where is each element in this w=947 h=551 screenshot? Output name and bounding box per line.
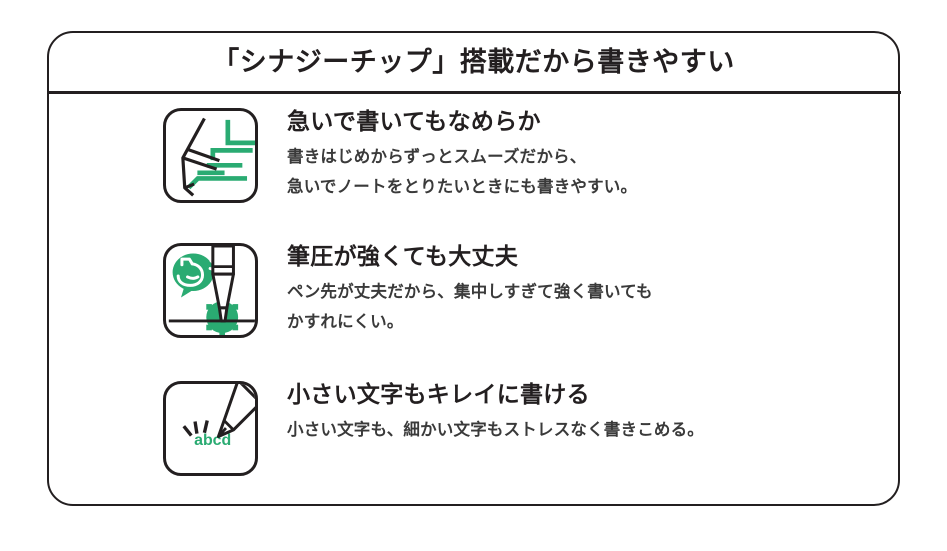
feature-item: 筆圧が強くても大丈夫 ペン先が丈夫だから、集中しすぎて強く書いても かすれにくい… [163, 243, 653, 338]
feature-body-line: かすれにくい。 [287, 312, 404, 331]
page-title: 「シナジーチップ」搭載だから書きやすい [212, 46, 735, 77]
feature-text-block: 小さい文字もキレイに書ける 小さい文字も、細かい文字もストレスなく書きこめる。 [287, 381, 704, 445]
feature-body: ペン先が丈夫だから、集中しすぎて強く書いても かすれにくい。 [287, 277, 653, 337]
feature-body-line: 小さい文字も、細かい文字もストレスなく書きこめる。 [287, 420, 705, 439]
panel-title-bar: 「シナジーチップ」搭載だから書きやすい [49, 33, 898, 91]
feature-heading: 小さい文字もキレイに書ける [287, 381, 590, 407]
feature-heading: 急いで書いてもなめらか [287, 108, 541, 134]
strong-pen-tip-icon [163, 243, 258, 338]
feature-body-line: ペン先が丈夫だから、集中しすぎて強く書いても [287, 282, 653, 301]
feature-item: 急いで書いてもなめらか 書きはじめからずっとスムーズだから、 急いでノートをとり… [163, 108, 637, 203]
small-letters-abcd-icon: abcd [163, 381, 258, 476]
feature-heading: 筆圧が強くても大丈夫 [287, 243, 519, 269]
pen-smooth-lines-icon [163, 108, 258, 203]
feature-body: 書きはじめからずっとスムーズだから、 急いでノートをとりたいときにも書きやすい。 [287, 142, 637, 202]
feature-text-block: 筆圧が強くても大丈夫 ペン先が丈夫だから、集中しすぎて強く書いても かすれにくい… [287, 243, 653, 337]
feature-body-line: 書きはじめからずっとスムーズだから、 [287, 147, 587, 166]
feature-panel: 「シナジーチップ」搭載だから書きやすい [46, 31, 901, 506]
feature-body-line: 急いでノートをとりたいときにも書きやすい。 [287, 177, 638, 196]
title-divider [46, 91, 901, 94]
feature-text-block: 急いで書いてもなめらか 書きはじめからずっとスムーズだから、 急いでノートをとり… [287, 108, 637, 202]
feature-list: 急いで書いてもなめらか 書きはじめからずっとスムーズだから、 急いでノートをとり… [49, 94, 898, 504]
feature-item: abcd 小さい文字もキレイに書ける 小さい文字も、細か [163, 381, 704, 476]
feature-body: 小さい文字も、細かい文字もストレスなく書きこめる。 [287, 415, 704, 445]
